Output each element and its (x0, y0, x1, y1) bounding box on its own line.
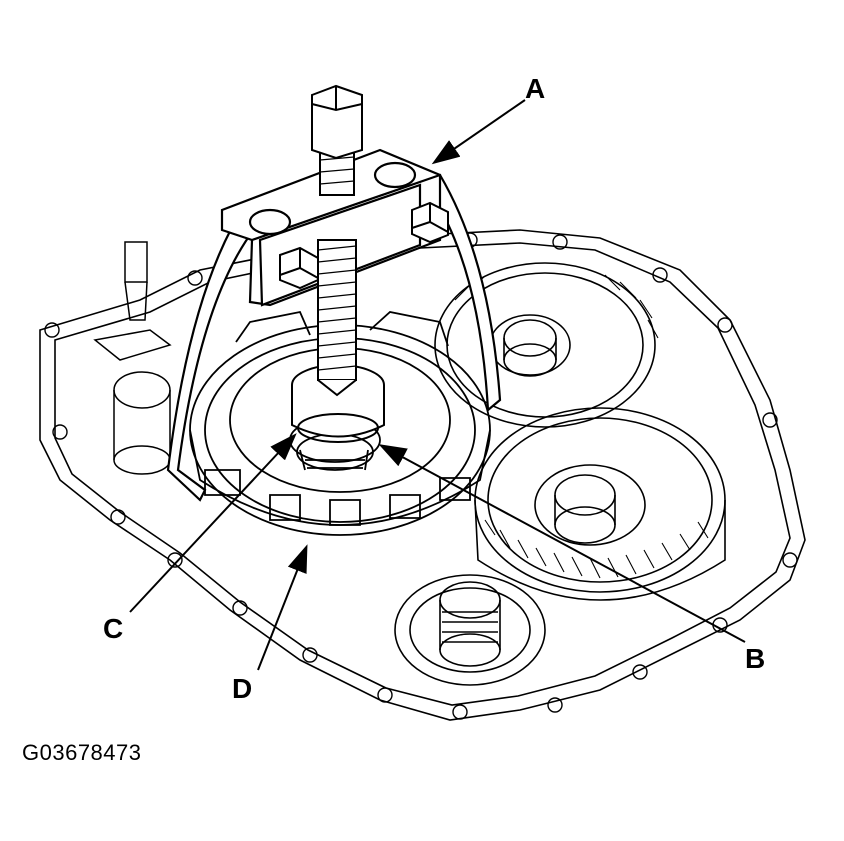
arrow-a (431, 99, 526, 165)
arrow-b (378, 444, 746, 643)
arrow-d (257, 544, 308, 671)
callout-b: B (745, 643, 765, 674)
transmission-housing (39, 229, 806, 721)
puller-center-screw (311, 84, 363, 397)
leader-arrows (129, 99, 746, 671)
callout-a: A (525, 73, 545, 104)
shift-rod-assembly (93, 241, 172, 475)
reverse-idler-shaft (394, 574, 546, 686)
arrow-c (129, 433, 297, 613)
figure-id: G03678473 (22, 740, 142, 765)
callout-d: D (232, 673, 252, 704)
puller-bolts (279, 201, 449, 290)
lower-main-gear (474, 407, 726, 601)
housing-bolt-holes (44, 232, 798, 720)
gear-teeth-hatching (454, 274, 709, 579)
callout-c: C (103, 613, 123, 644)
